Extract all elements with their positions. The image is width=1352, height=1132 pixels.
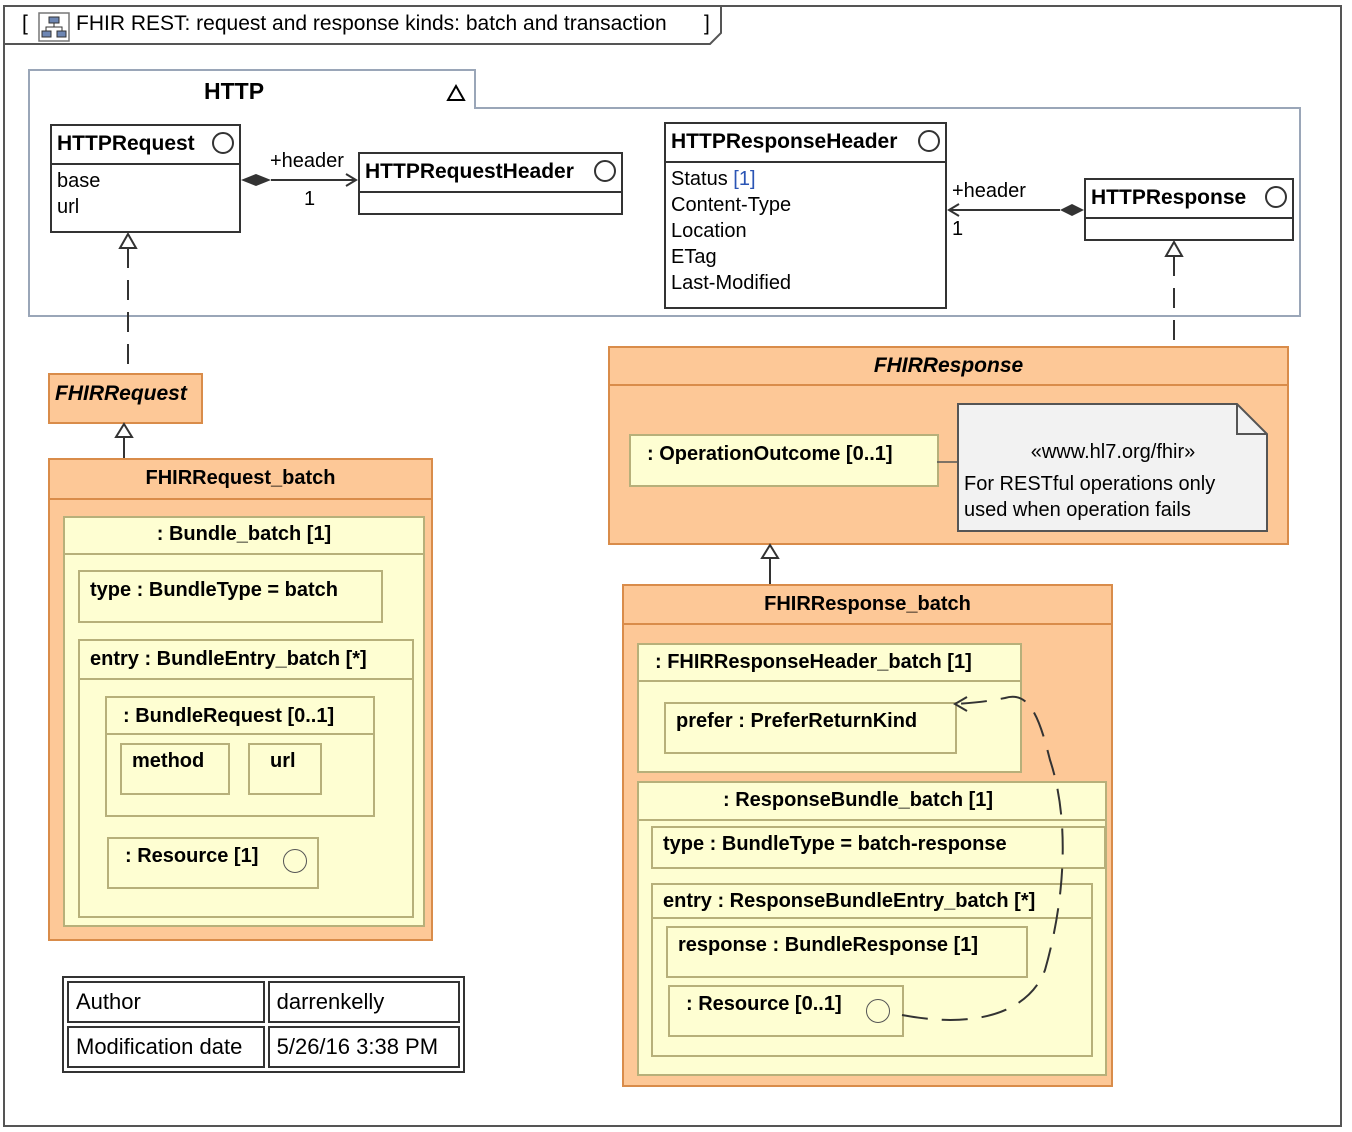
author-value: darrenkelly bbox=[267, 981, 460, 1023]
http-response-name: HTTPResponse bbox=[1091, 186, 1247, 209]
note-line-1: For RESTful operations only bbox=[964, 473, 1216, 495]
response-bundle-type-label: type : BundleType = batch-response bbox=[663, 833, 1007, 855]
http-request-header-name: HTTPRequestHeader bbox=[365, 160, 574, 183]
hl7-note[interactable] bbox=[957, 403, 1269, 533]
response-resource-label: : Resource [0..1] bbox=[686, 993, 842, 1015]
triangle-icon bbox=[446, 84, 466, 101]
http-request-name: HTTPRequest bbox=[57, 132, 195, 155]
title-bracket-open: [ bbox=[22, 12, 28, 35]
response-bundle-batch-part[interactable]: : ResponseBundle_batch [1] type : Bundle… bbox=[637, 781, 1107, 1076]
note-line-2: used when operation fails bbox=[964, 499, 1191, 521]
http-request-header-class[interactable]: HTTPRequestHeader bbox=[358, 152, 623, 215]
bundle-request-label: : BundleRequest [0..1] bbox=[123, 705, 335, 727]
bundle-type-attr[interactable]: type : BundleType = batch bbox=[78, 570, 383, 623]
bundle-entry-part[interactable]: entry : BundleEntry_batch [*] : BundleRe… bbox=[78, 639, 414, 918]
fhir-request-batch-class[interactable]: FHIRRequest_batch : Bundle_batch [1] typ… bbox=[48, 458, 433, 941]
bundle-request-part[interactable]: : BundleRequest [0..1] method url bbox=[105, 696, 375, 817]
class-diagram-icon bbox=[38, 12, 70, 42]
response-entry-part[interactable]: entry : ResponseBundleEntry_batch [*] re… bbox=[651, 883, 1093, 1057]
method-attr[interactable]: method bbox=[120, 743, 230, 795]
table-row: Modification date 5/26/16 3:38 PM bbox=[67, 1026, 460, 1068]
http-response-header-attr-status: Status [1] bbox=[671, 168, 756, 191]
request-assoc-multiplicity: 1 bbox=[304, 188, 316, 210]
bundle-batch-part[interactable]: : Bundle_batch [1] type : BundleType = b… bbox=[63, 516, 425, 927]
title-bracket-close: ] bbox=[704, 12, 710, 35]
http-package-name: HTTP bbox=[204, 78, 265, 104]
http-response-header-class[interactable]: HTTPResponseHeader Status [1] Content-Ty… bbox=[664, 122, 947, 309]
http-response-header-attr: ETag bbox=[671, 246, 717, 268]
interface-circle-icon bbox=[918, 130, 940, 152]
bundle-response-label: response : BundleResponse [1] bbox=[678, 934, 979, 956]
resource-label: : Resource [1] bbox=[125, 845, 259, 867]
author-label: Author bbox=[67, 981, 265, 1023]
operation-outcome-label: : OperationOutcome [0..1] bbox=[647, 443, 893, 465]
http-request-class[interactable]: HTTPRequest base url bbox=[50, 124, 241, 233]
fhir-response-batch-name: FHIRResponse_batch bbox=[764, 593, 971, 615]
http-package-tab bbox=[28, 69, 476, 109]
http-response-header-attr: Last-Modified bbox=[671, 272, 792, 294]
fhir-response-name: FHIRResponse bbox=[873, 354, 1024, 377]
fhir-response-batch-class[interactable]: FHIRResponse_batch : FHIRResponseHeader_… bbox=[622, 584, 1113, 1087]
response-assoc-multiplicity: 1 bbox=[952, 218, 964, 240]
interface-circle-icon bbox=[594, 160, 616, 182]
resource-part[interactable]: : Resource [1] bbox=[107, 837, 319, 889]
operation-outcome-part[interactable]: : OperationOutcome [0..1] bbox=[629, 434, 939, 487]
status-label: Status bbox=[671, 168, 728, 190]
interface-circle-icon bbox=[212, 132, 234, 154]
table-row: Author darrenkelly bbox=[67, 981, 460, 1023]
response-header-batch-label: : FHIRResponseHeader_batch [1] bbox=[655, 651, 972, 673]
note-stereotype: «www.hl7.org/fhir» bbox=[1030, 441, 1196, 463]
url-label: url bbox=[270, 750, 296, 772]
request-assoc-role: +header bbox=[270, 150, 344, 172]
http-response-header-attr: Content-Type bbox=[671, 194, 792, 216]
prefer-label: prefer : PreferReturnKind bbox=[676, 710, 918, 732]
interface-circle-icon bbox=[1265, 186, 1287, 208]
response-entry-label: entry : ResponseBundleEntry_batch [*] bbox=[663, 890, 1036, 912]
modification-date-label: Modification date bbox=[67, 1026, 265, 1068]
fhir-request-class[interactable]: FHIRRequest bbox=[48, 373, 203, 424]
http-request-attr-base: base bbox=[57, 170, 101, 192]
bundle-entry-label: entry : BundleEntry_batch [*] bbox=[90, 648, 367, 670]
method-label: method bbox=[132, 750, 205, 772]
diagram-title: FHIR REST: request and response kinds: b… bbox=[76, 12, 667, 35]
response-assoc-role: +header bbox=[952, 180, 1026, 202]
fhir-request-name: FHIRRequest bbox=[55, 382, 187, 405]
http-response-header-name: HTTPResponseHeader bbox=[671, 130, 898, 153]
bundle-type-label: type : BundleType = batch bbox=[90, 579, 338, 601]
http-response-class[interactable]: HTTPResponse bbox=[1084, 178, 1294, 241]
status-multiplicity: [1] bbox=[733, 168, 756, 190]
bundle-batch-label: : Bundle_batch [1] bbox=[156, 523, 332, 545]
http-request-attr-url: url bbox=[57, 196, 80, 218]
http-response-header-attr: Location bbox=[671, 220, 747, 242]
interface-circle-icon bbox=[283, 849, 307, 873]
response-header-batch-part[interactable]: : FHIRResponseHeader_batch [1] prefer : … bbox=[637, 643, 1022, 773]
response-resource-part[interactable]: : Resource [0..1] bbox=[668, 985, 904, 1037]
url-attr[interactable]: url bbox=[248, 743, 322, 795]
fhir-request-batch-name: FHIRRequest_batch bbox=[145, 467, 336, 489]
metadata-table: Author darrenkelly Modification date 5/2… bbox=[62, 976, 465, 1073]
response-bundle-type-attr[interactable]: type : BundleType = batch-response bbox=[651, 826, 1106, 869]
interface-circle-icon bbox=[866, 999, 890, 1023]
bundle-response-attr[interactable]: response : BundleResponse [1] bbox=[666, 926, 1028, 978]
modification-date-value: 5/26/16 3:38 PM bbox=[267, 1026, 460, 1068]
prefer-attr[interactable]: prefer : PreferReturnKind bbox=[664, 702, 957, 754]
response-bundle-batch-label: : ResponseBundle_batch [1] bbox=[723, 789, 994, 811]
